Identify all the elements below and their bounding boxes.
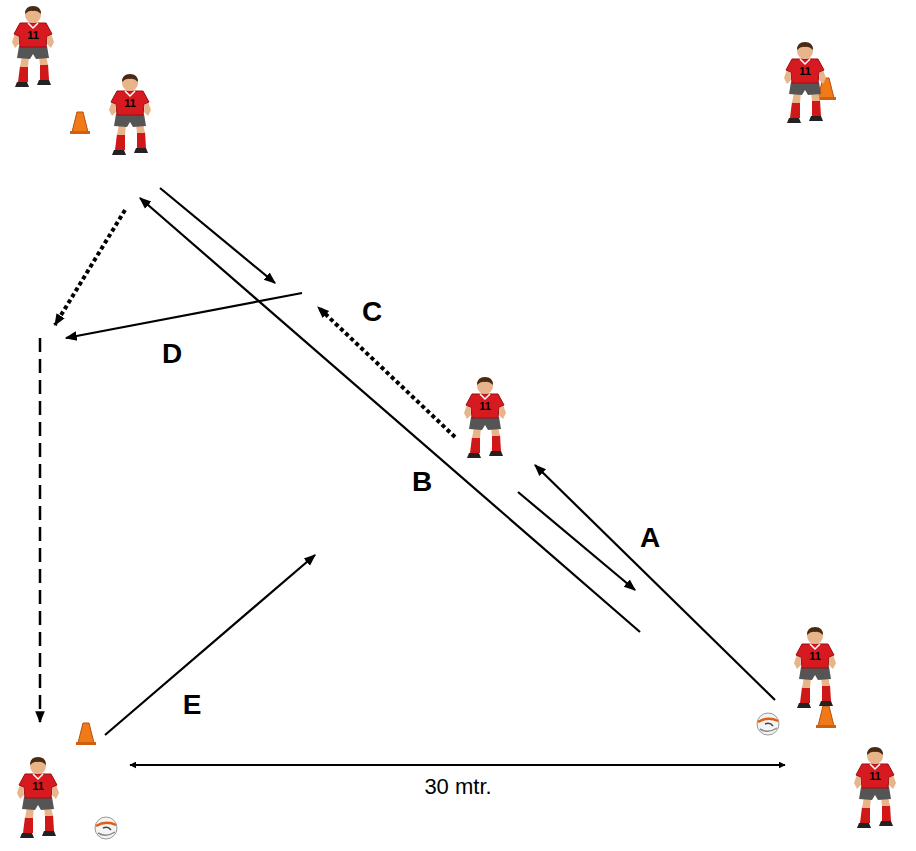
jersey-number: 11: [799, 66, 811, 77]
jersey-number: 11: [124, 98, 136, 109]
distance-label: 30 mtr.: [424, 776, 491, 798]
jersey-number: 11: [479, 401, 491, 412]
jersey-number: 11: [809, 651, 821, 662]
step-letter: C: [362, 298, 382, 326]
step-letter: A: [640, 524, 660, 552]
jersey-number: 11: [869, 771, 881, 782]
jersey-number: 11: [32, 781, 44, 792]
step-letter: B: [412, 468, 432, 496]
jersey-number: 11: [27, 30, 39, 41]
step-letter: D: [162, 340, 182, 368]
step-letter: E: [183, 691, 202, 719]
